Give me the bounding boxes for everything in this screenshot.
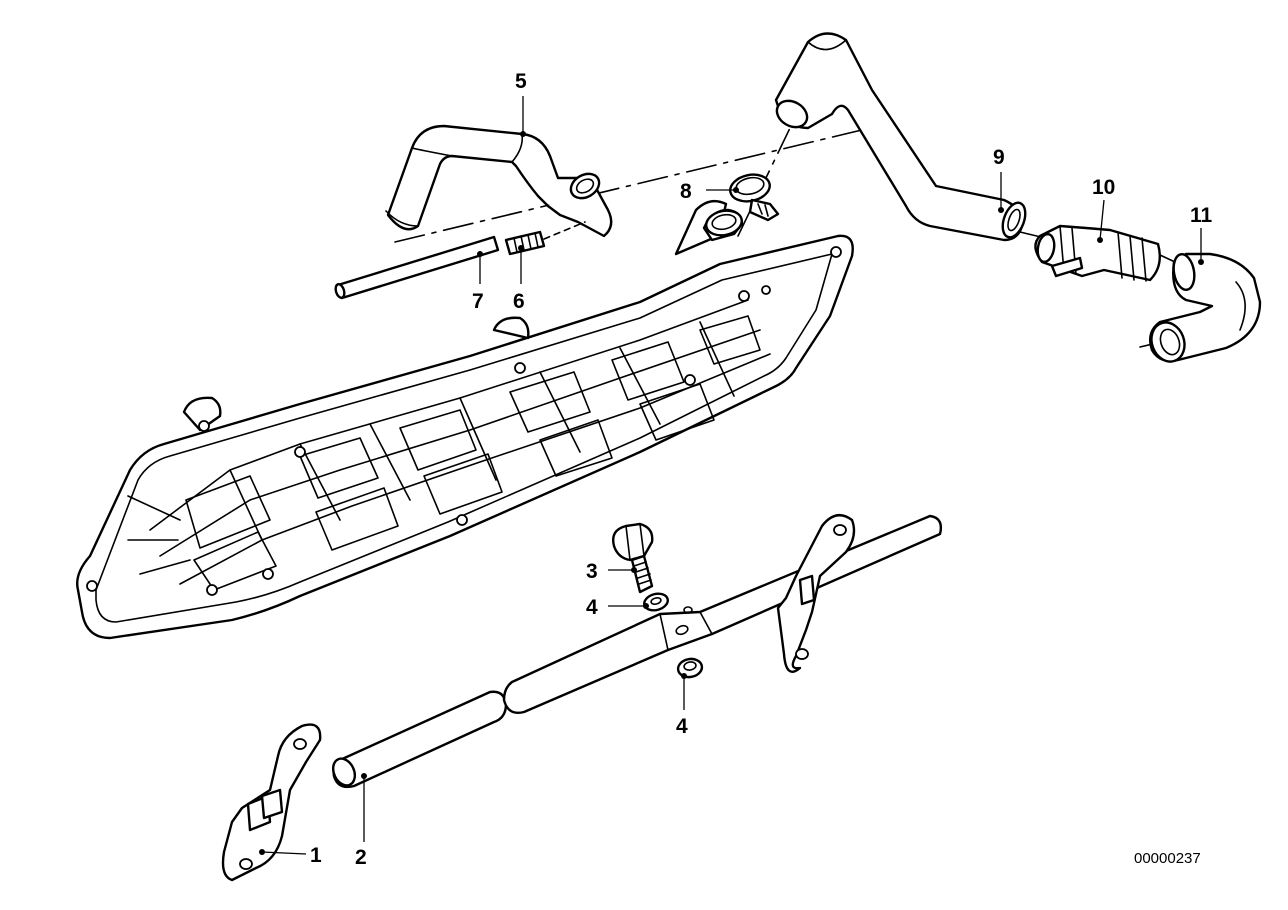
valve-cover-plate [76, 199, 854, 640]
callout-label-5: 5 [515, 70, 527, 93]
callout-label-3: 3 [586, 560, 598, 583]
callout-label-1: 1 [310, 844, 322, 867]
long-hose-9 [774, 32, 1027, 242]
elbow-hose-11 [1149, 252, 1262, 363]
callout-4-lower: 4 [676, 673, 688, 738]
callout-label-4a: 4 [586, 596, 598, 619]
rod-7 [334, 235, 500, 300]
callout-6: 6 [513, 245, 525, 313]
callout-10: 10 [1092, 176, 1115, 243]
callout-label-2: 2 [355, 846, 367, 869]
callout-label-6: 6 [513, 290, 525, 313]
callout-label-4b: 4 [676, 715, 688, 738]
callout-label-9: 9 [993, 146, 1005, 169]
bracket-1 [221, 723, 322, 882]
callout-1: 1 [259, 844, 322, 867]
breather-hose-5 [385, 124, 613, 238]
callout-3: 3 [586, 560, 637, 583]
callout-9: 9 [993, 146, 1005, 213]
callout-label-10: 10 [1092, 176, 1115, 199]
washer-4-upper [643, 592, 669, 612]
callout-2: 2 [355, 773, 367, 869]
callout-label-11: 11 [1190, 204, 1213, 227]
hose-clamp-8 [729, 173, 780, 222]
valve-10 [1034, 224, 1161, 282]
callout-label-7: 7 [472, 290, 484, 313]
diagram-reference-number: 00000237 [1134, 850, 1201, 867]
fitting-6 [504, 221, 586, 256]
callout-4-upper: 4 [586, 596, 649, 619]
washer-4-lower [676, 657, 704, 679]
callout-5: 5 [515, 70, 527, 137]
callout-7: 7 [472, 251, 484, 313]
tube-bracket-right [776, 514, 856, 673]
callout-8: 8 [680, 180, 739, 203]
callout-label-8: 8 [680, 180, 692, 203]
bolt-3 [612, 522, 654, 594]
callout-11: 11 [1190, 204, 1213, 265]
